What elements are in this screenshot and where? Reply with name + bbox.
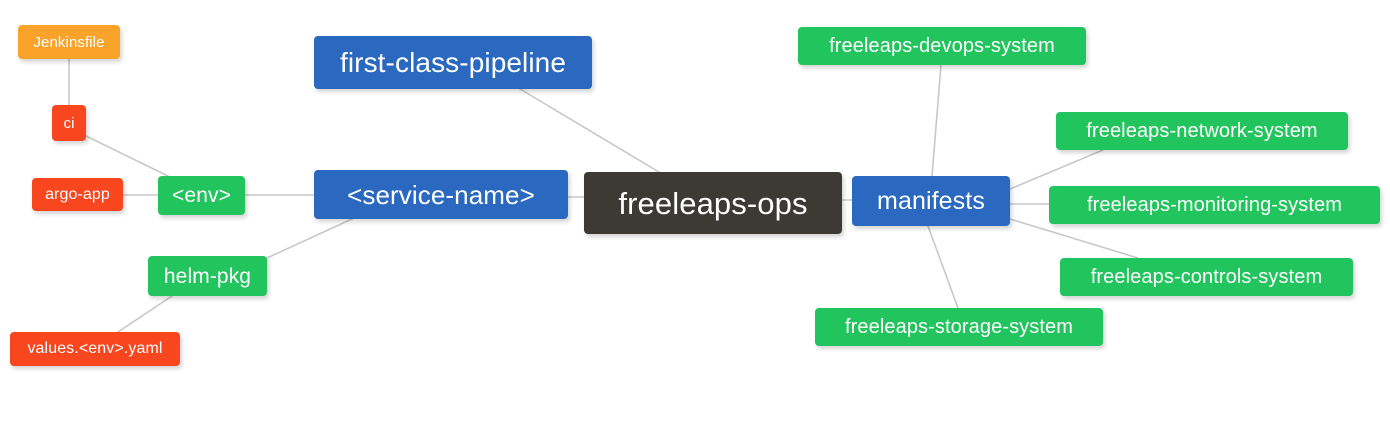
node-freeleaps-network-system[interactable]: freeleaps-network-system xyxy=(1056,112,1348,150)
node-values-env-yaml[interactable]: values.<env>.yaml xyxy=(10,332,180,366)
edge-manifests-to-freeleaps-devops-system xyxy=(931,64,942,177)
node-label: values.<env>.yaml xyxy=(27,340,163,357)
edge-manifests-to-freeleaps-network-system xyxy=(1009,149,1104,190)
node-label: freeleaps-monitoring-system xyxy=(1086,194,1342,216)
node-label: argo-app xyxy=(45,185,110,203)
node-freeleaps-storage-system[interactable]: freeleaps-storage-system xyxy=(815,308,1103,346)
edge-manifests-to-freeleaps-controls-system xyxy=(1009,218,1139,259)
node-label: first-class-pipeline xyxy=(339,46,567,78)
node-argo-app[interactable]: argo-app xyxy=(32,178,123,211)
edge-first-class-pipeline-to-freeleaps-ops xyxy=(519,88,660,173)
node-manifests[interactable]: manifests xyxy=(852,176,1010,226)
edge-helm-pkg-to-values-env-yaml xyxy=(117,295,173,333)
node-label: helm-pkg xyxy=(163,264,252,288)
node-helm-pkg[interactable]: helm-pkg xyxy=(148,256,267,296)
edge-manifests-to-freeleaps-storage-system xyxy=(927,225,959,309)
node-label: freeleaps-ops xyxy=(618,185,808,221)
edge-ci-to-env xyxy=(85,135,169,177)
node-label: Jenkinsfile xyxy=(33,33,105,51)
node-ci[interactable]: ci xyxy=(52,105,86,141)
node-label: <service-name> xyxy=(347,179,535,210)
node-freeleaps-devops-system[interactable]: freeleaps-devops-system xyxy=(798,27,1086,65)
node-label: freeleaps-devops-system xyxy=(829,35,1055,57)
node-jenkinsfile[interactable]: Jenkinsfile xyxy=(18,25,120,59)
node-label: <env> xyxy=(172,184,231,207)
node-label: ci xyxy=(63,114,75,132)
node-first-class-pipeline[interactable]: first-class-pipeline xyxy=(314,36,592,89)
edge-service-name-to-helm-pkg xyxy=(266,218,353,259)
node-freeleaps-controls-system[interactable]: freeleaps-controls-system xyxy=(1060,258,1353,296)
node-label: freeleaps-network-system xyxy=(1086,120,1318,142)
node-freeleaps-monitoring-system[interactable]: freeleaps-monitoring-system xyxy=(1049,186,1380,224)
node-env[interactable]: <env> xyxy=(158,176,245,215)
node-service-name[interactable]: <service-name> xyxy=(314,170,568,219)
node-label: manifests xyxy=(877,186,985,215)
node-label: freeleaps-controls-system xyxy=(1090,266,1323,288)
node-freeleaps-ops[interactable]: freeleaps-ops xyxy=(584,172,842,234)
node-label: freeleaps-storage-system xyxy=(844,316,1074,338)
